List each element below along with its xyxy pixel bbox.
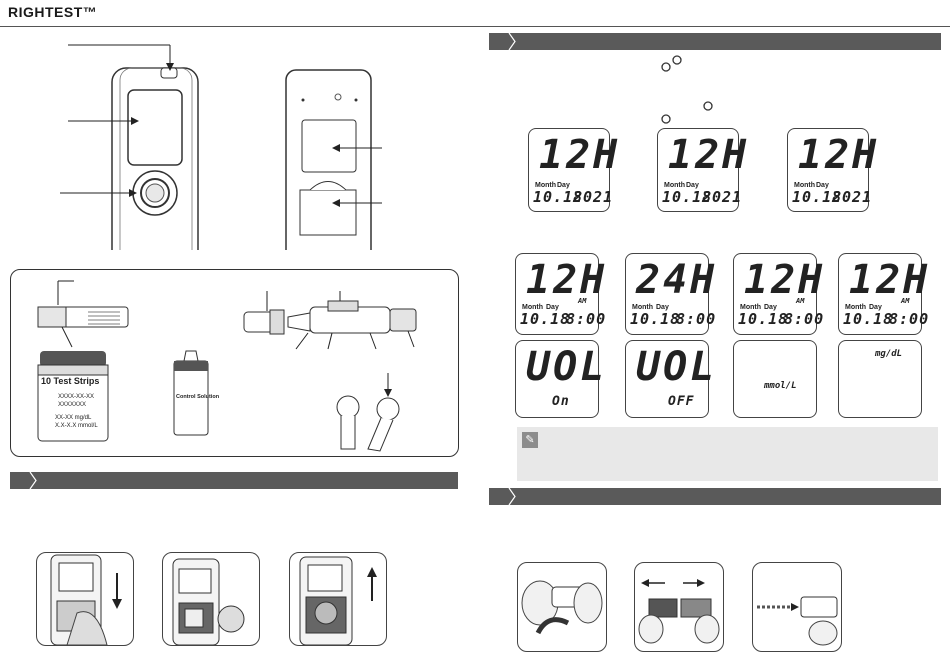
vial-range2: X.X-X.X mmol/L bbox=[55, 423, 98, 429]
test-strip-icon bbox=[37, 280, 129, 348]
section-banner-right-2 bbox=[489, 488, 941, 505]
control-solution-icon bbox=[173, 350, 209, 436]
lcd-year-1: 12H Month Day 10.18 2021 bbox=[528, 128, 617, 212]
accessories-panel bbox=[10, 269, 459, 457]
meter-front-icon bbox=[111, 67, 199, 250]
note-box bbox=[517, 427, 938, 481]
bottle-label: Control Solution bbox=[176, 394, 220, 400]
lcd-time-2: 24H Month Day 10.18 8:00 bbox=[625, 253, 715, 335]
lancing-step-1 bbox=[517, 562, 607, 652]
battery-step-1 bbox=[36, 552, 134, 646]
section-banner-right-1 bbox=[489, 33, 941, 50]
vial-code1: XXXX-XX-XX bbox=[58, 394, 95, 400]
lcd-year-2: 12H Month Day 10.18 2021 bbox=[657, 128, 746, 212]
battery-step-2 bbox=[162, 552, 260, 646]
accessories-diagram bbox=[37, 280, 417, 452]
vial-title: 10 Test Strips bbox=[41, 376, 100, 386]
lcd-unit-mgdl: mg/dL bbox=[838, 340, 922, 418]
lcd-unit-mmol: mmol/L bbox=[733, 340, 817, 418]
lcd-year-3: 12H Month Day 10.18 2021 bbox=[787, 128, 876, 212]
header-rule bbox=[0, 26, 950, 27]
button-symbols bbox=[661, 55, 713, 124]
lcd-time-3: 12H Month Day AM 10.18 8:00 bbox=[733, 253, 823, 335]
meter-back-icon bbox=[285, 69, 372, 250]
brand-logo: RIGHTEST™ bbox=[8, 4, 98, 20]
lancing-device-icon bbox=[243, 291, 417, 350]
battery-step-3 bbox=[289, 552, 387, 646]
vial-code2: XXXXXXX bbox=[58, 402, 87, 408]
section-banner-left bbox=[10, 472, 458, 489]
lcd-time-4: 12H Month Day AM 10.18 8:00 bbox=[838, 253, 928, 335]
lcd-vol-off: UOL OFF bbox=[625, 340, 714, 418]
lcd-time-1: 12H Month Day AM 10.18 8:00 bbox=[515, 253, 605, 335]
lancing-step-2 bbox=[634, 562, 724, 652]
vial-range1: XX-XX mg/dL bbox=[55, 415, 92, 421]
lcd-vol-on: UOL On bbox=[515, 340, 604, 418]
lancet-icon bbox=[336, 373, 400, 452]
note-icon: ✎ bbox=[522, 432, 538, 448]
lancing-step-3 bbox=[752, 562, 842, 652]
meter-diagram bbox=[60, 44, 382, 250]
strip-vial-icon bbox=[37, 351, 109, 442]
